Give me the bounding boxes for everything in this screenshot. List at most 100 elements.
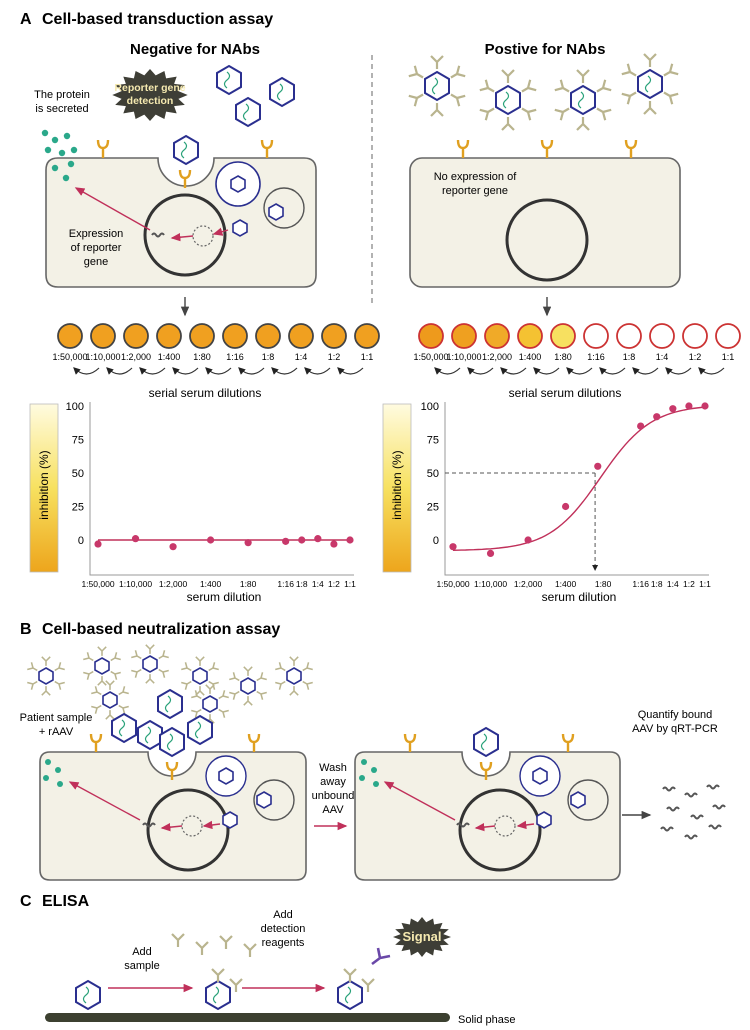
- panel-a-letter: A: [20, 11, 32, 28]
- dilution-arrow: [106, 367, 133, 375]
- legend-label: inhibition (%): [37, 450, 51, 519]
- well-4: [156, 323, 182, 349]
- x-tick-label: 1:2,000: [514, 579, 543, 589]
- dilution-label: 1:50,000: [413, 352, 448, 362]
- well-1: [57, 323, 83, 349]
- data-point: [653, 413, 661, 421]
- x-tick-label: 1:50,000: [436, 579, 469, 589]
- fit-curve: [452, 406, 706, 551]
- nucleus: [143, 193, 227, 277]
- no-expression-label-2: reporter gene: [442, 185, 508, 197]
- virus-icon: [235, 97, 261, 127]
- x-tick-label: 1:2: [683, 579, 695, 589]
- inhibition-legend: inhibition (%): [382, 403, 412, 573]
- y-tick-label: 25: [72, 502, 84, 514]
- dilution-label: 1:2,000: [121, 352, 151, 362]
- inhibition-legend: inhibition (%): [29, 403, 59, 573]
- negative-cell: [45, 135, 317, 288]
- solid-phase-bar: [45, 1013, 450, 1022]
- virus-icon: [137, 720, 163, 750]
- antibody-icon: [194, 940, 210, 957]
- data-point: [449, 543, 457, 551]
- antibody-icon: [242, 942, 258, 959]
- well-7: [616, 323, 642, 349]
- y-tick-label: 0: [433, 535, 439, 547]
- dilution-label: 1:16: [226, 352, 244, 362]
- panel-c-title: ELISA: [42, 893, 90, 910]
- wash-label-4: AAV: [322, 804, 344, 816]
- y-tick-label: 50: [72, 468, 84, 480]
- receptor-icon: [624, 138, 638, 160]
- quantify-label-1: Quantify bound: [638, 709, 713, 721]
- negative-title: Negative for NAbs: [130, 41, 260, 58]
- add-detection-label-3: reagents: [262, 937, 305, 949]
- virus-icon: [205, 980, 231, 1010]
- dilution-label: 1:10,000: [446, 352, 481, 362]
- dilution-arrow: [73, 367, 100, 375]
- y-tick-label: 75: [72, 435, 84, 447]
- add-sample-label-1: Add: [132, 946, 152, 958]
- antibody-icon: [210, 967, 226, 984]
- burst-text-1: Reporter gene: [114, 82, 185, 94]
- axes: [89, 402, 354, 576]
- dilution-arrow: [172, 367, 199, 375]
- receptor-icon: [89, 732, 103, 754]
- x-tick-label: 1:4: [667, 579, 679, 589]
- dilution-label: 1:80: [554, 352, 572, 362]
- well-9: [682, 323, 708, 349]
- data-point: [169, 543, 177, 551]
- dilution-arrow: [698, 367, 725, 375]
- neutralized-virus-icon: [555, 70, 611, 130]
- dilution-arrow: [500, 367, 527, 375]
- panel-b-title: Cell-based neutralization assay: [42, 621, 280, 638]
- expression-label-1: Expression: [69, 228, 123, 240]
- dilution-label: 1:400: [519, 352, 542, 362]
- virus-icon: [187, 715, 213, 745]
- serial-dilution-label: serial serum dilutions: [149, 386, 262, 400]
- receptor-icon: [456, 138, 470, 160]
- well-10: [715, 323, 741, 349]
- well-3: [123, 323, 149, 349]
- x-axis-label: serum dilution: [542, 590, 617, 604]
- dilution-label: 1:8: [262, 352, 275, 362]
- data-point: [131, 535, 140, 543]
- receptor-icon: [540, 138, 554, 160]
- data-point: [524, 536, 532, 544]
- virus-icon: [111, 713, 137, 743]
- panel-b-letter: B: [20, 621, 32, 638]
- dilution-arrow: [304, 367, 331, 375]
- neutralization-cell-1: [39, 727, 307, 881]
- neutralized-virus-icon: [409, 56, 465, 116]
- well-7: [255, 323, 281, 349]
- burst-text-2: detection: [127, 95, 174, 107]
- dilution-label: 1:2: [328, 352, 341, 362]
- patient-sample-label-2: + rAAV: [39, 726, 74, 738]
- receptor-icon: [561, 732, 575, 754]
- signal-text: Signal: [402, 929, 441, 944]
- dilution-arrow: [533, 367, 560, 375]
- y-tick-label: 25: [427, 502, 439, 514]
- virus-icon: [173, 135, 199, 165]
- x-tick-label: 1:80: [595, 579, 612, 589]
- neutralized-virus-icon: [181, 657, 218, 695]
- data-point: [701, 402, 709, 410]
- data-point: [298, 536, 306, 544]
- dilution-arrow: [205, 367, 232, 375]
- data-point: [561, 502, 570, 511]
- serial-dilution-label: serial serum dilutions: [509, 386, 622, 400]
- virus-icon: [75, 980, 101, 1010]
- virus-icon: [232, 219, 248, 237]
- dilution-label: 1:2: [689, 352, 702, 362]
- x-tick-label: 1:10,000: [119, 579, 152, 589]
- neutralized-virus-icon: [27, 657, 64, 695]
- wash-label-3: unbound: [312, 790, 355, 802]
- x-tick-label: 1:4: [312, 579, 324, 589]
- positive-cell: [409, 157, 681, 288]
- data-point: [314, 535, 322, 543]
- x-tick-label: 1:8: [651, 579, 663, 589]
- neutralized-virus-icon: [622, 54, 678, 114]
- neutralization-cell-2: [354, 727, 621, 881]
